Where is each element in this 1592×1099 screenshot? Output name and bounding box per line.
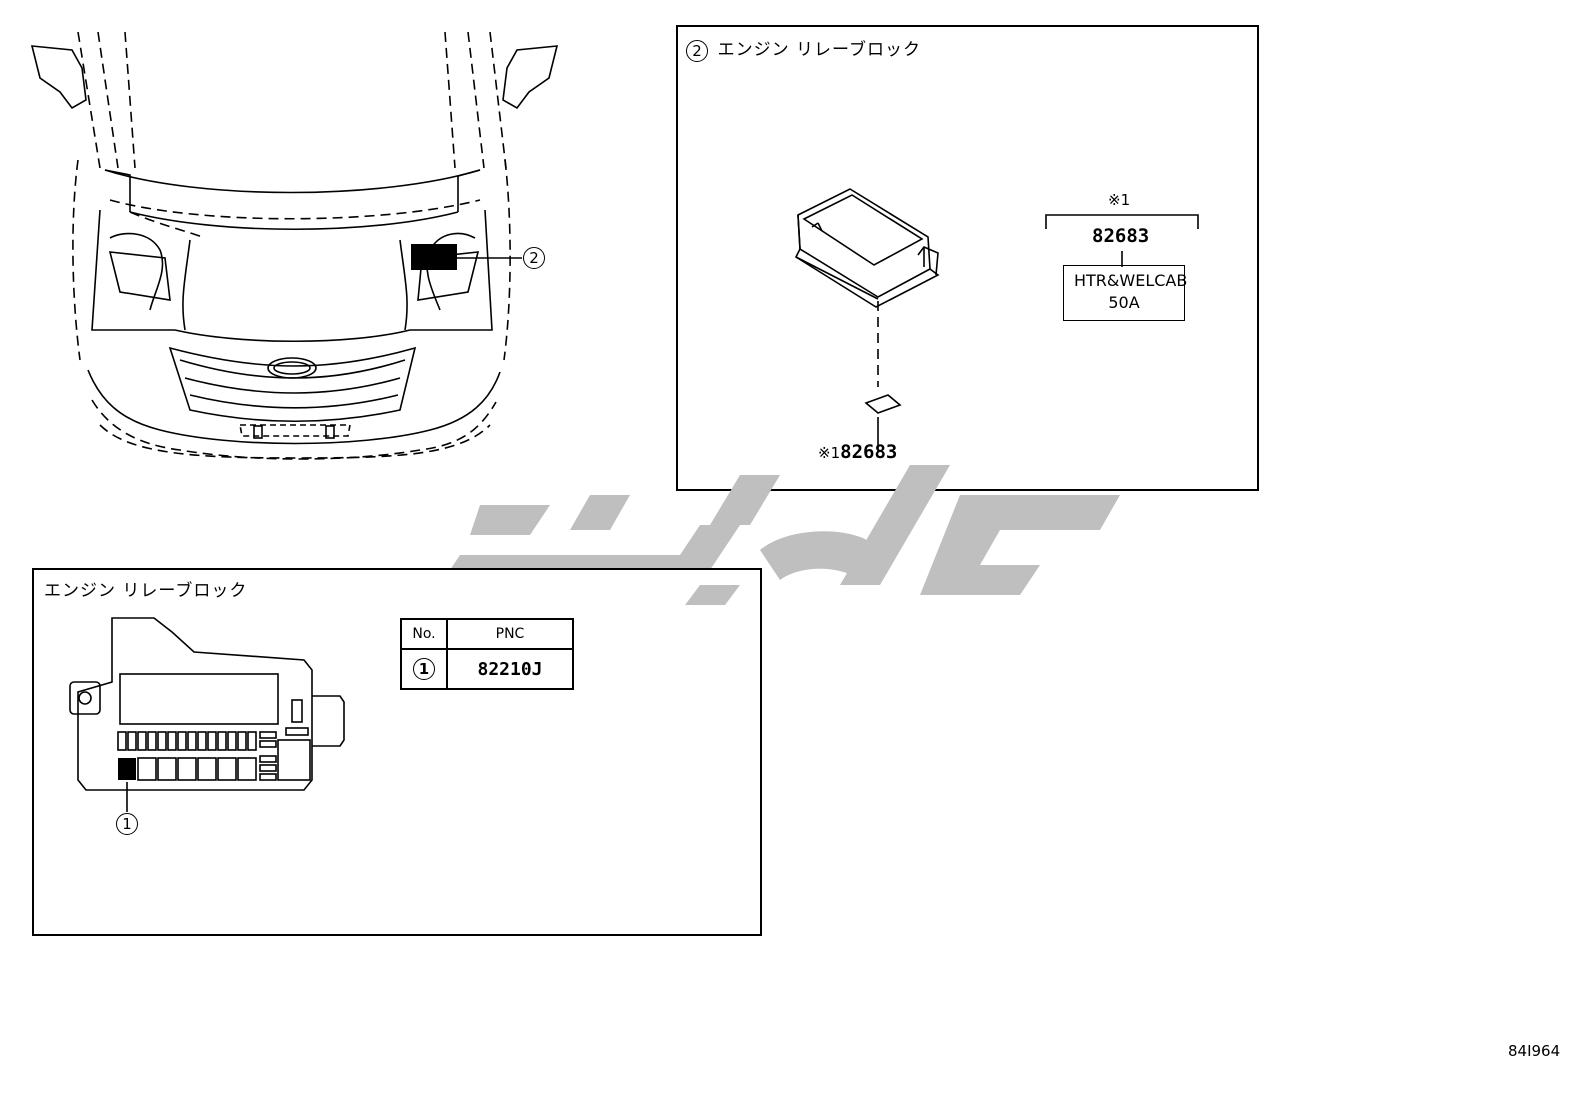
table-header-no: No. [400, 618, 448, 650]
vehicle-callout-2: 2 [523, 247, 545, 269]
watermark-logo [450, 465, 1120, 605]
relay-block-layout-illustration [69, 617, 345, 812]
pnc-table: No. PNC 1 82210J [400, 618, 574, 690]
fuse-82210j-marker [118, 758, 136, 780]
fuse-label-name: HTR&WELCAB [1074, 271, 1188, 290]
panel-top-callout: 2 [686, 39, 708, 62]
part-number-top: 82683 [1092, 225, 1150, 247]
table-cell-pnc: 82210J [446, 648, 574, 690]
relay-block-location-marker [411, 244, 457, 270]
part-note-mark-top: ※1 [1108, 191, 1131, 209]
table-header-pnc: PNC [446, 618, 574, 650]
part-number-bottom-group: ※182683 [818, 441, 897, 463]
fuse-label-amperage: 50A [1108, 293, 1140, 312]
relay-block-layout-panel: エンジン リレーブロック [32, 568, 762, 936]
layout-callout-1: 1 [116, 813, 138, 835]
part-number-bottom: 82683 [840, 441, 898, 463]
diagram-id: 84I964 [1508, 1042, 1561, 1060]
pnc-table-header: No. PNC [400, 618, 574, 650]
panel-top-title: エンジン リレーブロック [717, 40, 922, 60]
table-row: 1 82210J [400, 648, 574, 690]
fuse-rating-label: HTR&WELCAB 50A [1063, 265, 1188, 321]
row-callout-1: 1 [413, 658, 435, 680]
panel-top-heading: 2 エンジン リレーブロック [686, 35, 921, 62]
part-bracket [1045, 214, 1199, 267]
table-cell-no: 1 [400, 648, 448, 690]
part-note-mark-bottom: ※1 [818, 444, 841, 462]
vehicle-front-view [30, 31, 559, 460]
panel-bottom-title: エンジン リレーブロック [44, 581, 248, 601]
relay-block-cover-panel: 2 エンジン リレーブロック ※182683 ※1 82683 H [676, 25, 1259, 491]
relay-block-cover-illustration [794, 188, 940, 452]
